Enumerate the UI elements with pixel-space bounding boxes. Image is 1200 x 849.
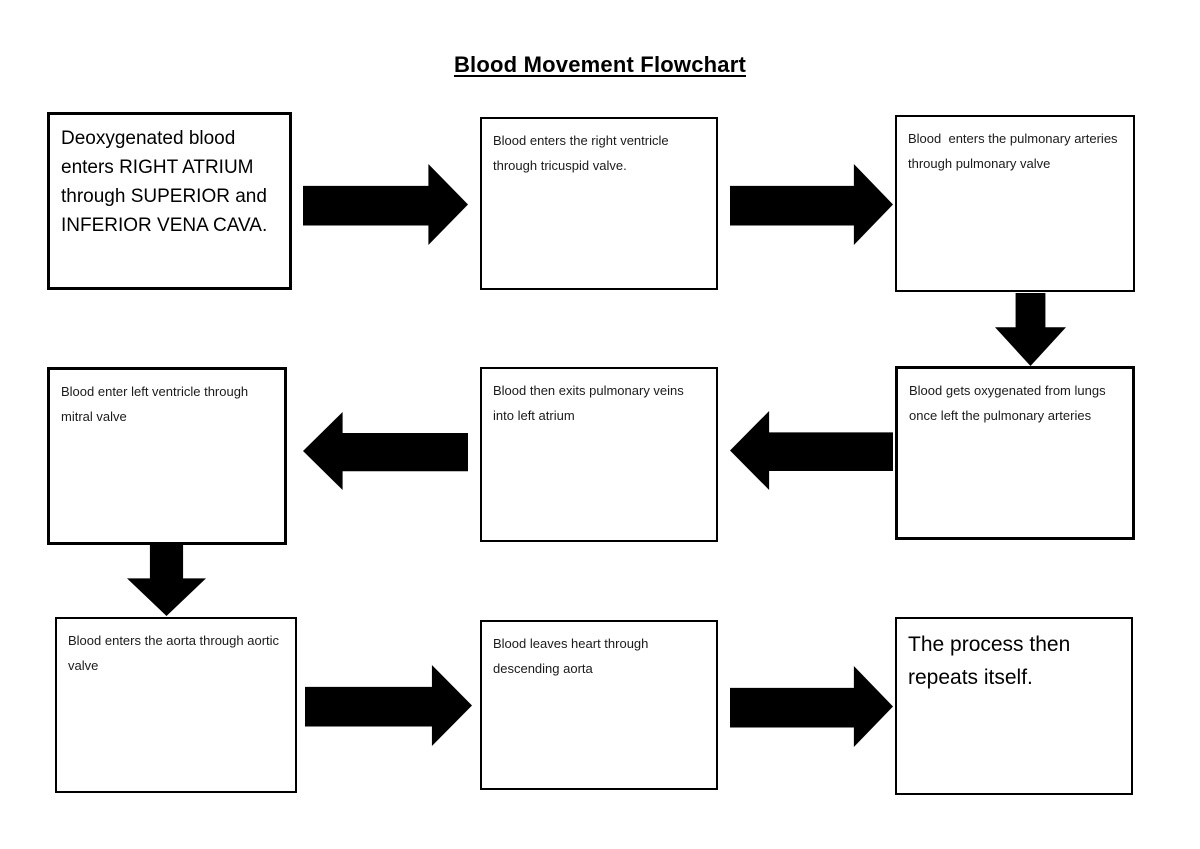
flow-step-oxygenated-lungs: Blood gets oxygenated from lungs once le… [895, 366, 1135, 540]
flow-step-process-repeats: The process then repeats itself. [895, 617, 1133, 795]
flow-step-right-atrium: Deoxygenated blood enters RIGHT ATRIUM t… [47, 112, 292, 290]
flow-step-right-ventricle: Blood enters the right ventricle through… [480, 117, 718, 290]
arrow-right-icon [305, 665, 472, 746]
flow-step-descending-aorta: Blood leaves heart through descending ao… [480, 620, 718, 790]
arrow-right-icon [730, 666, 893, 747]
flow-step-text: Blood leaves heart through descending ao… [493, 636, 653, 676]
page-title-text: Blood Movement Flowchart [453, 52, 747, 77]
flow-step-text: Blood enters the pulmonary arteries thro… [908, 131, 1122, 171]
flow-step-text: The process then repeats itself. [908, 633, 1077, 689]
arrow-right-icon [730, 164, 893, 245]
flow-step-aorta: Blood enters the aorta through aortic va… [55, 617, 297, 793]
flow-step-left-ventricle: Blood enter left ventricle through mitra… [47, 367, 287, 545]
arrow-left-icon [730, 411, 893, 490]
flow-step-text: Blood enters the aorta through aortic va… [68, 633, 283, 673]
arrow-down-icon [995, 293, 1066, 366]
flow-step-text: Blood enter left ventricle through mitra… [61, 384, 252, 424]
flow-step-pulmonary-arteries: Blood enters the pulmonary arteries thro… [895, 115, 1135, 292]
flow-step-text: Blood gets oxygenated from lungs once le… [909, 383, 1110, 423]
arrow-right-icon [303, 164, 468, 245]
flow-step-text: Blood enters the right ventricle through… [493, 133, 673, 173]
flow-step-left-atrium: Blood then exits pulmonary veins into le… [480, 367, 718, 542]
flow-step-text: Deoxygenated blood enters RIGHT ATRIUM t… [61, 128, 273, 236]
flow-step-text: Blood then exits pulmonary veins into le… [493, 383, 688, 423]
arrow-down-icon [127, 545, 206, 616]
page-title: Blood Movement Flowchart [0, 52, 1200, 78]
arrow-left-icon [303, 412, 468, 490]
